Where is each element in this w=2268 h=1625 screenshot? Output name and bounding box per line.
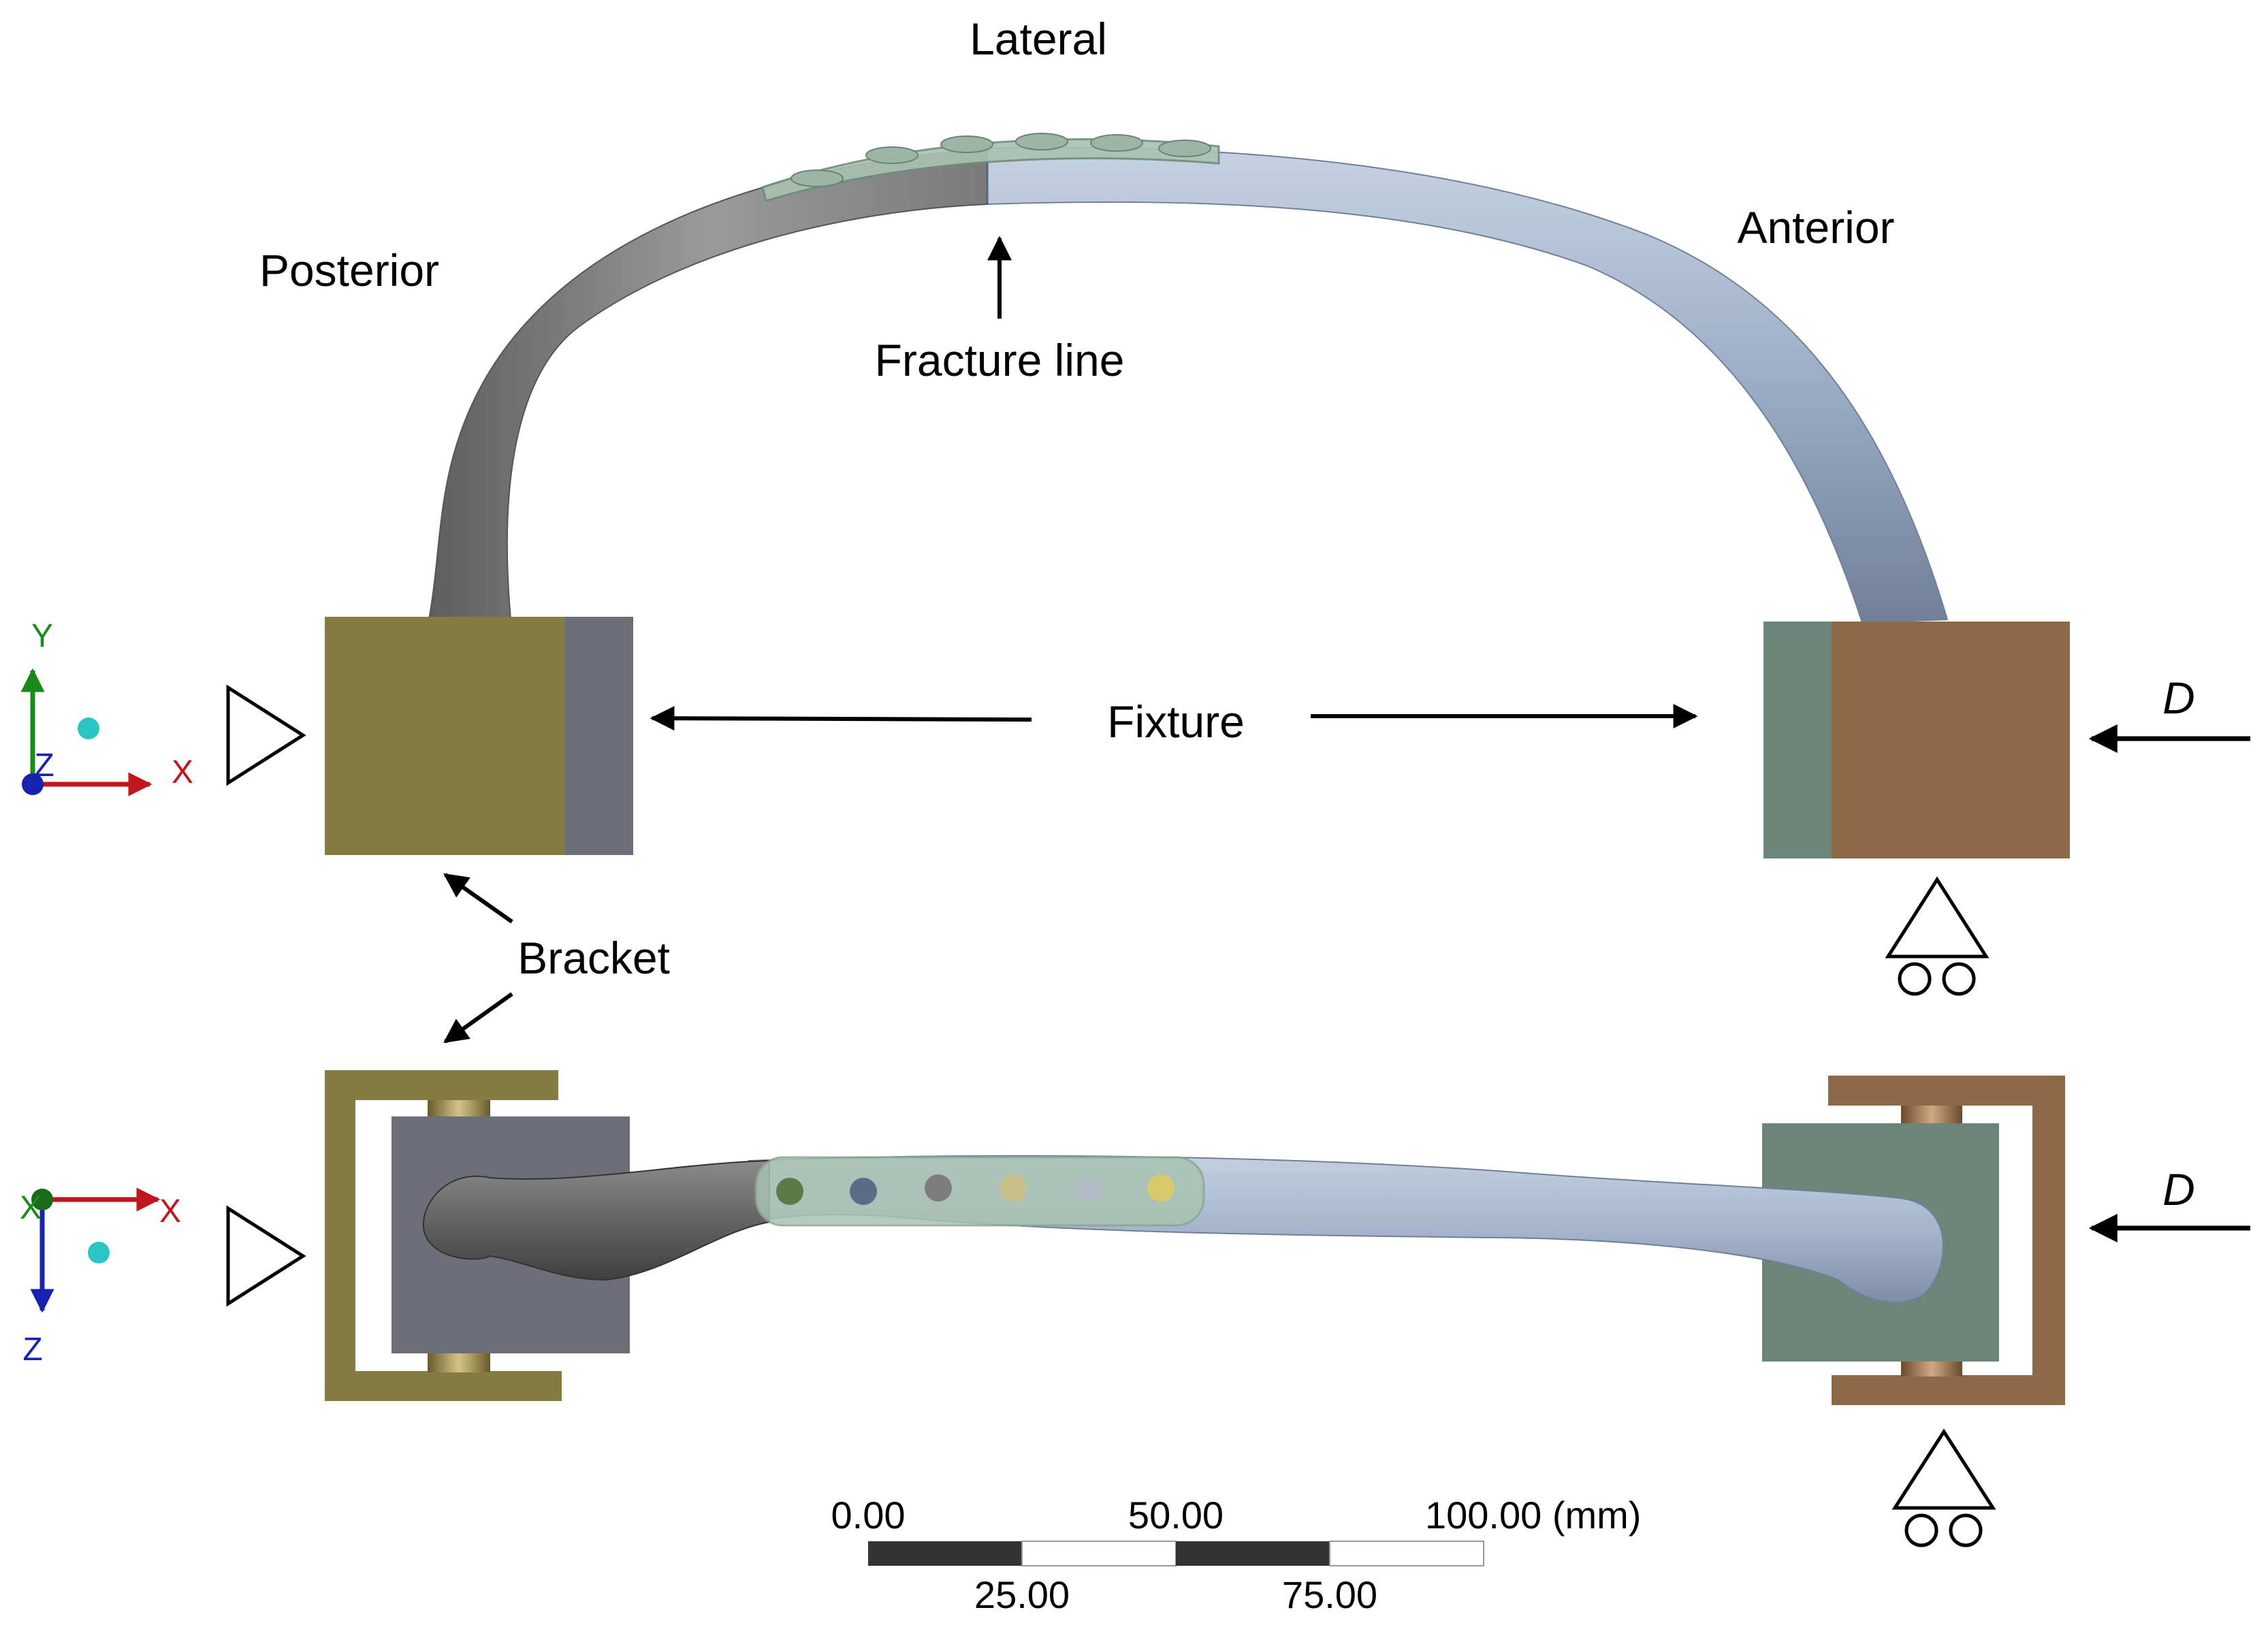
label-bracket: Bracket (517, 933, 670, 983)
scale-segment-4 (1329, 1541, 1484, 1566)
clavicle-top-view (428, 133, 1949, 624)
clavicle-bottom-view (422, 1155, 1944, 1304)
fixture-arrow-left (650, 706, 1032, 731)
triad-top-x-label: X (172, 754, 193, 790)
pin-left-upper (428, 1100, 490, 1119)
plate-screw-heads-top (790, 133, 1211, 187)
screw-2 (850, 1178, 877, 1205)
label-fixture: Fixture (1107, 696, 1245, 747)
fixed-support-triangle-top (226, 684, 306, 786)
bracket-left-bottom (325, 1070, 562, 1401)
label-fracture-line: Fracture line (875, 335, 1125, 385)
coordinate-triad-bottom: X X Z (20, 1187, 181, 1368)
screw-1 (776, 1178, 803, 1205)
triad-top-z-label: Z (34, 747, 54, 784)
bracket-arrow-upper (443, 873, 513, 924)
scale-bar: 0.00 50.00 100.00 (mm) 25.00 75.00 (831, 1494, 1642, 1616)
scale-segment-3 (1176, 1541, 1330, 1566)
plate-bottom-view (754, 1156, 1205, 1227)
screw-4 (1000, 1174, 1027, 1202)
roller-support-bottom (1891, 1428, 1996, 1547)
coordinate-triad-top: Y Z X (20, 618, 193, 797)
scale-segment-2 (1021, 1541, 1177, 1566)
roller-support-top (1885, 876, 1990, 996)
triad-bottom-x-label-left: X (20, 1190, 42, 1226)
scale-label-0: 0.00 (831, 1494, 906, 1536)
triad-bottom-z-label: Z (22, 1332, 42, 1368)
triad-top-y-label: Y (31, 618, 53, 654)
label-force-bottom: D (2162, 1164, 2195, 1214)
label-lateral: Lateral (970, 14, 1107, 64)
bracket-left-top (325, 617, 565, 855)
scale-label-75: 75.00 (1282, 1573, 1377, 1616)
scale-label-25: 25.00 (974, 1573, 1070, 1616)
label-force-top: D (2162, 673, 2195, 723)
fixture-right-top (1763, 622, 1832, 858)
scale-label-100: 100.00 (mm) (1425, 1494, 1641, 1536)
screw-3 (925, 1174, 952, 1202)
plate-top-view (761, 138, 1220, 202)
bracket-arrow-lower (443, 992, 513, 1044)
plate-screws-bottom (776, 1174, 1175, 1205)
screw-6 (1147, 1174, 1175, 1202)
fixture-left-top (565, 617, 633, 855)
pin-left-lower (428, 1353, 490, 1372)
triad-top-origin (22, 773, 44, 795)
triad-top-sphere (78, 718, 99, 739)
clavicle-medial-end-bottom (422, 1159, 770, 1281)
clavicle-anterior-segment (987, 146, 1949, 624)
bracket-right-top (1832, 622, 2070, 858)
label-posterior: Posterior (259, 245, 439, 295)
triad-bottom-x-label-right: X (159, 1193, 181, 1229)
screw-5 (1074, 1176, 1102, 1203)
triad-bottom-origin (31, 1189, 53, 1210)
pin-right-upper (1901, 1106, 1962, 1123)
bracket-right-bottom (1828, 1076, 2065, 1405)
pin-right-lower (1901, 1359, 1962, 1377)
label-anterior: Anterior (1737, 202, 1894, 253)
scale-label-50: 50.00 (1128, 1494, 1224, 1536)
fixed-support-triangle-bottom (226, 1205, 306, 1307)
triad-bottom-sphere (88, 1242, 110, 1264)
scale-segment-1 (868, 1541, 1022, 1566)
